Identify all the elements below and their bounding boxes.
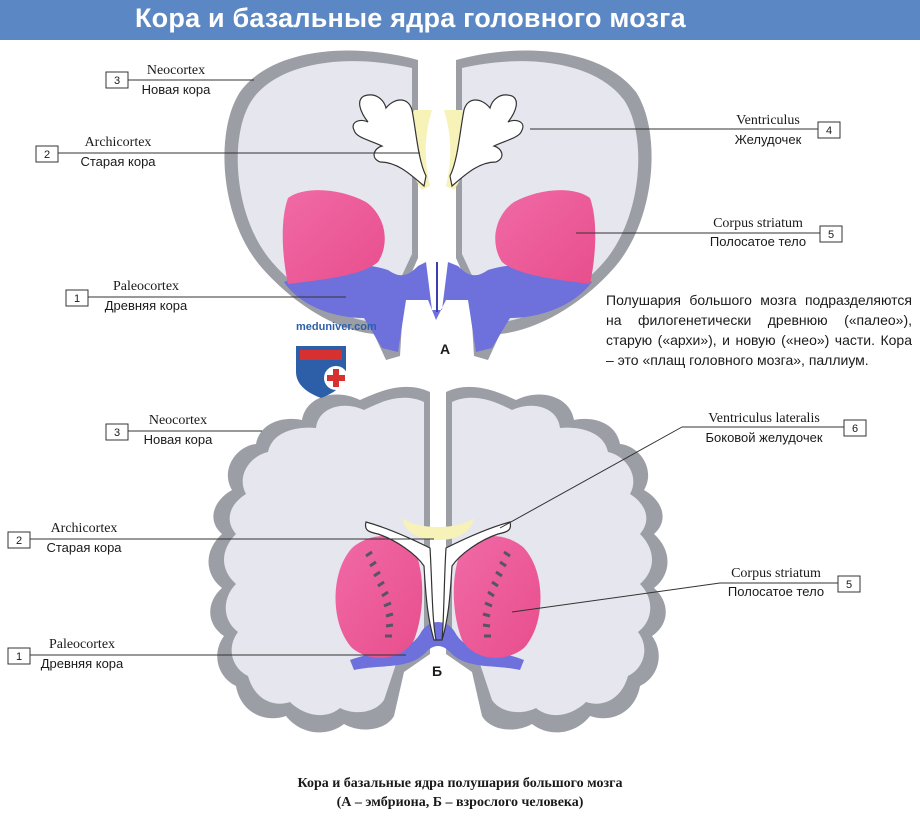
svg-text:Ventriculus lateralis: Ventriculus lateralis (708, 411, 820, 426)
svg-text:Archicortex: Archicortex (51, 521, 118, 536)
figure-caption: Кора и базальные ядра полушария большого… (220, 774, 700, 812)
adult-paleocortex (350, 622, 524, 670)
caption-line-1: Кора и базальные ядра полушария большого… (297, 776, 623, 791)
svg-text:Neocortex: Neocortex (147, 63, 205, 78)
meduniver-logo: meduniver.com (296, 321, 377, 398)
embryo-paleocortex (284, 262, 592, 352)
label-a-paleocortex: 1 Paleocortex Древняя кора (65, 279, 346, 313)
header-bar: Кора и базальные ядра головного мозга (0, 0, 920, 40)
label-b-neocortex: 3 Neocortex Новая кора (105, 413, 262, 447)
svg-text:Древняя кора: Древняя кора (105, 298, 188, 313)
label-a-neocortex: 3 Neocortex Новая кора (105, 63, 254, 97)
adult-archicortex (402, 518, 474, 540)
svg-text:Новая кора: Новая кора (142, 82, 212, 97)
label-a-striatum: 5 Corpus striatum Полосатое тело (576, 216, 843, 249)
adult-striatum-left (335, 536, 423, 658)
description-text: Полушария большого мозга подразделяются … (606, 292, 912, 368)
svg-text:Боковой желудочек: Боковой желудочек (705, 430, 822, 445)
svg-text:2: 2 (16, 535, 22, 547)
svg-text:3: 3 (114, 75, 120, 87)
diagram-a (224, 50, 652, 360)
adult-ventricle (364, 521, 512, 641)
embryo-ventricle-right (449, 94, 524, 188)
label-b-archicortex: 2 Archicortex Старая кора (7, 521, 434, 555)
svg-text:Старая кора: Старая кора (46, 540, 122, 555)
svg-text:Paleocortex: Paleocortex (49, 637, 115, 652)
svg-text:Corpus striatum: Corpus striatum (731, 566, 821, 581)
svg-text:Полосатое тело: Полосатое тело (710, 234, 806, 249)
label-b-striatum: 5 Corpus striatum Полосатое тело (511, 566, 861, 613)
diagram-b (208, 386, 668, 733)
adult-fissure (434, 392, 442, 520)
svg-text:Новая кора: Новая кора (144, 432, 214, 447)
svg-text:Древняя кора: Древняя кора (41, 656, 124, 671)
svg-text:Желудочек: Желудочек (735, 132, 802, 147)
embryo-ventricle-left (352, 94, 427, 188)
svg-text:6: 6 (852, 423, 858, 435)
svg-text:3: 3 (114, 427, 120, 439)
embryo-striatum-left (282, 190, 385, 284)
page-title: Кора и базальные ядра головного мозга (135, 3, 686, 33)
svg-text:Archicortex: Archicortex (85, 135, 152, 150)
svg-text:Полосатое тело: Полосатое тело (728, 584, 824, 599)
svg-text:4: 4 (826, 125, 832, 137)
embryo-striatum-right (495, 190, 596, 284)
svg-text:5: 5 (828, 229, 834, 241)
pane-label-b: Б (432, 663, 442, 679)
svg-text:Neocortex: Neocortex (149, 413, 207, 428)
svg-text:Старая кора: Старая кора (80, 154, 156, 169)
label-a-ventriculus: 4 Ventriculus Желудочек (530, 113, 841, 147)
svg-text:Corpus striatum: Corpus striatum (713, 216, 803, 231)
svg-text:1: 1 (16, 651, 22, 663)
internal-capsule-stripes (365, 550, 511, 638)
svg-text:2: 2 (44, 149, 50, 161)
svg-text:meduniver.com: meduniver.com (296, 321, 377, 333)
label-b-paleocortex: 1 Paleocortex Древняя кора (7, 637, 406, 671)
caption-line-2: (А – эмбриона, Б – взрослого человека) (336, 795, 584, 810)
svg-text:Paleocortex: Paleocortex (113, 279, 179, 294)
svg-text:Ventriculus: Ventriculus (736, 113, 800, 128)
svg-text:5: 5 (846, 579, 852, 591)
pane-label-a: А (440, 341, 450, 357)
svg-text:1: 1 (74, 293, 80, 305)
adult-striatum-right (453, 536, 541, 658)
label-a-archicortex: 2 Archicortex Старая кора (35, 135, 420, 169)
label-b-ventriculus-lateralis: 6 Ventriculus lateralis Боковой желудоче… (499, 411, 867, 529)
